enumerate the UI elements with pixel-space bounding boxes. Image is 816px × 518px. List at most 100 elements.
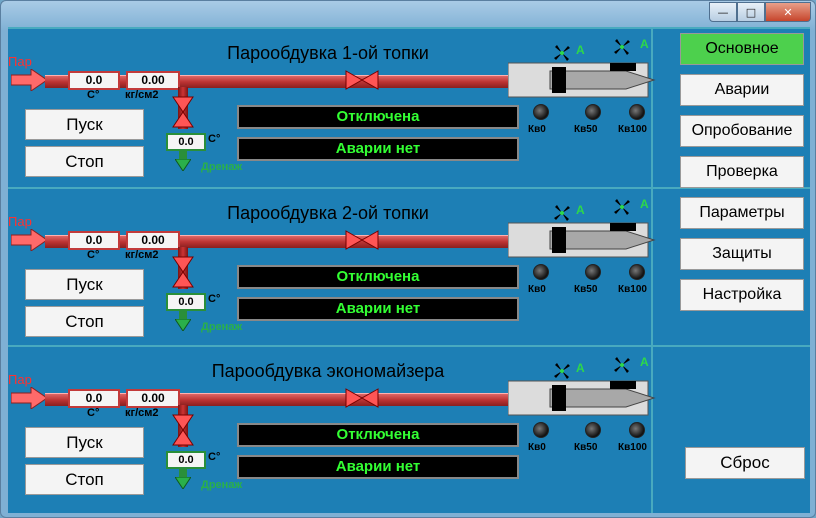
position-lamp-kv100 (629, 104, 645, 120)
panel-title: Парообдувка 2-ой топки (227, 203, 429, 223)
kv0-label: Кв0 (528, 442, 546, 453)
position-lamp-kv100 (629, 264, 645, 280)
temperature-unit: С° (87, 407, 100, 419)
stop-button[interactable]: Стоп (25, 146, 144, 177)
position-lamp-kv100 (629, 422, 645, 438)
position-lamp-kv0 (533, 104, 549, 120)
reset-button[interactable]: Сброс (685, 447, 805, 479)
fan-status-label: А (640, 197, 649, 211)
main-valve-icon[interactable] (344, 229, 380, 251)
steam-arrow-icon (11, 387, 47, 409)
drain-valve-icon[interactable] (171, 255, 195, 289)
pressure-unit: кг/см2 (125, 249, 159, 261)
drain-valve-icon[interactable] (171, 413, 195, 447)
steam-label: Пар (8, 54, 32, 69)
maximize-button[interactable]: □ (737, 2, 765, 22)
nav-button-2[interactable]: Аварии (680, 74, 804, 106)
temperature-readout: 0.0 (68, 71, 120, 90)
main-area: Парообдувка 1-ой топки Пар 0.0 С° 0.00 к… (8, 27, 810, 513)
kv0-label: Кв0 (528, 284, 546, 295)
kv0-label: Кв0 (528, 124, 546, 135)
start-button[interactable]: Пуск (25, 109, 144, 140)
minimize-button[interactable]: — (709, 2, 737, 22)
fan-status-label: А (640, 355, 649, 369)
panel-title: Парообдувка 1-ой топки (227, 43, 429, 63)
drain-temperature-readout: 0.0 (166, 133, 206, 151)
fan-status-label: А (576, 43, 585, 57)
main-valve-icon[interactable] (344, 69, 380, 91)
steam-arrow-icon (11, 229, 47, 251)
fan-status-label: А (576, 203, 585, 217)
drain-temperature-readout: 0.0 (166, 451, 206, 469)
drain-temperature-unit: С° (208, 451, 221, 463)
pressure-readout: 0.00 (126, 389, 180, 408)
alarm-indicator: Аварии нет (237, 137, 519, 161)
stop-button[interactable]: Стоп (25, 464, 144, 495)
kv50-label: Кв50 (574, 124, 598, 135)
title-bar: — □ ✕ (1, 1, 816, 27)
fan-icon (614, 199, 630, 215)
pressure-unit: кг/см2 (125, 407, 159, 419)
temperature-unit: С° (87, 249, 100, 261)
temperature-readout: 0.0 (68, 231, 120, 250)
fan-status-label: А (640, 37, 649, 51)
divider-vertical (651, 27, 653, 513)
drain-valve-icon[interactable] (171, 95, 195, 129)
fan-icon (554, 205, 570, 221)
divider (8, 345, 810, 347)
kv100-label: Кв100 (618, 284, 647, 295)
sootblower-panel-1: Парообдувка 1-ой топки Пар 0.0 С° 0.00 к… (8, 29, 656, 187)
position-lamp-kv0 (533, 422, 549, 438)
drain-pipe-green (179, 469, 187, 479)
sootblower-icon (508, 380, 656, 416)
kv50-label: Кв50 (574, 442, 598, 453)
state-indicator: Отключена (237, 265, 519, 289)
nav-button-6[interactable]: Защиты (680, 238, 804, 270)
start-button[interactable]: Пуск (25, 269, 144, 300)
start-button[interactable]: Пуск (25, 427, 144, 458)
sootblower-icon (508, 62, 656, 98)
nav-button-7[interactable]: Настройка (680, 279, 804, 311)
window-controls: — □ ✕ (709, 2, 811, 22)
nav-button-1[interactable]: Основное (680, 33, 804, 65)
position-lamp-kv50 (585, 422, 601, 438)
kv100-label: Кв100 (618, 442, 647, 453)
temperature-unit: С° (87, 89, 100, 101)
state-indicator: Отключена (237, 423, 519, 447)
fan-status-label: А (576, 361, 585, 375)
fan-icon (554, 45, 570, 61)
drain-temperature-unit: С° (208, 133, 221, 145)
nav-button-4[interactable]: Проверка (680, 156, 804, 188)
drain-arrow-icon (175, 319, 191, 331)
panel-title: Парообдувка экономайзера (211, 361, 445, 381)
drain-pipe-green (179, 311, 187, 321)
drain-arrow-icon (175, 159, 191, 171)
temperature-readout: 0.0 (68, 389, 120, 408)
pressure-readout: 0.00 (126, 231, 180, 250)
stop-button[interactable]: Стоп (25, 306, 144, 337)
drain-label: Дренаж (201, 161, 243, 173)
steam-arrow-icon (11, 69, 47, 91)
drain-label: Дренаж (201, 479, 243, 491)
kv50-label: Кв50 (574, 284, 598, 295)
kv100-label: Кв100 (618, 124, 647, 135)
pressure-unit: кг/см2 (125, 89, 159, 101)
drain-label: Дренаж (201, 321, 243, 333)
alarm-indicator: Аварии нет (237, 455, 519, 479)
state-indicator: Отключена (237, 105, 519, 129)
main-valve-icon[interactable] (344, 387, 380, 409)
drain-arrow-icon (175, 477, 191, 489)
position-lamp-kv50 (585, 104, 601, 120)
drain-temperature-readout: 0.0 (166, 293, 206, 311)
steam-label: Пар (8, 214, 32, 229)
close-button[interactable]: ✕ (765, 2, 811, 22)
sootblower-icon (508, 222, 656, 258)
steam-label: Пар (8, 372, 32, 387)
nav-button-5[interactable]: Параметры (680, 197, 804, 229)
position-lamp-kv0 (533, 264, 549, 280)
nav-button-3[interactable]: Опробование (680, 115, 804, 147)
fan-icon (614, 357, 630, 373)
alarm-indicator: Аварии нет (237, 297, 519, 321)
pressure-readout: 0.00 (126, 71, 180, 90)
